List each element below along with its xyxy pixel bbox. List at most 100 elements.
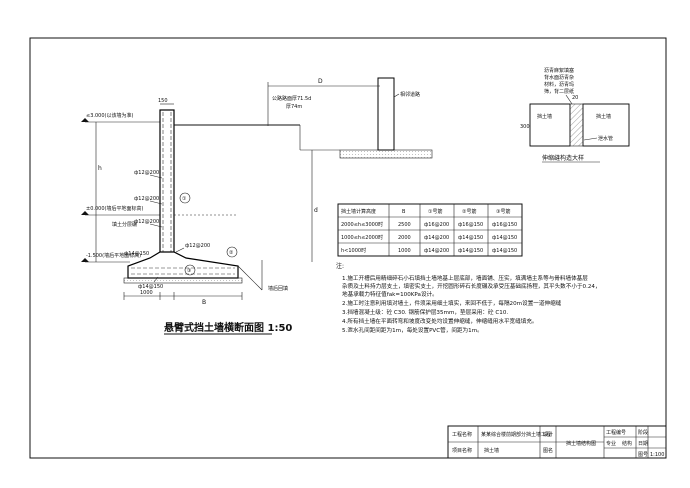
- fill-label: 填土分层碾: [112, 221, 137, 228]
- tb-phase-label: 阶段: [638, 429, 648, 436]
- detail-note-3: 材料，沥青玛: [544, 81, 574, 88]
- dim-h: h: [98, 165, 102, 172]
- marker-3: [184, 264, 196, 276]
- svg-text:②: ②: [229, 250, 234, 256]
- detail-joint-filler: [569, 103, 584, 147]
- svg-text:1000≤h≤2000时: 1000≤h≤2000时: [341, 234, 383, 241]
- tb-drawing-label-2: 图名: [543, 447, 553, 454]
- svg-text:2500: 2500: [398, 222, 411, 228]
- tb-number-label: 工程编号: [606, 429, 626, 436]
- dim-d: d: [314, 207, 318, 214]
- title-block: 工程名称 某某综合楼前期部分挡土墙工程 项目名称 挡土墙 设计 图名 挡土墙结构…: [447, 425, 667, 459]
- note-line: 2.施工时注意利用填对墙土，件须采用细土填实，来回不低于，每隔20m设置一道伸缩…: [342, 299, 562, 307]
- detail-left-wall: [529, 103, 571, 147]
- dim-wall-top: 150: [158, 98, 168, 104]
- sheet-border: [29, 37, 667, 459]
- svg-text:ф14@200: ф14@200: [424, 248, 449, 254]
- detail-joint-width: 20: [572, 95, 578, 101]
- svg-text:①号筋: ①号筋: [428, 208, 442, 215]
- table-row: h<1000时 1000 ф14@200 ф14@150 ф14@150: [341, 247, 517, 254]
- rebar-label-4: ф14@150: [124, 251, 149, 257]
- svg-text:③号筋: ③号筋: [496, 208, 510, 215]
- rebar-label-1: ф12@200: [134, 170, 159, 176]
- tb-scale-value: 1:100: [650, 452, 664, 458]
- joint-detail: 沥青麻絮填塞 背水面沥青杂 材料，沥青玛 筛，背二层纸 挡土墙 挡土墙 20 3…: [520, 67, 630, 163]
- svg-text:ф16@150: ф16@150: [458, 222, 483, 228]
- elevation-top: ≤3.000(以该墙为准): [86, 112, 133, 119]
- dim-1000: 1000: [140, 290, 153, 296]
- dim-D: D: [318, 78, 323, 85]
- tb-item-label: 项目名称: [452, 447, 472, 454]
- retaining-wall-section: ≤3.000(以该墙为准) ±0.000(墙后平地面标高) -1.500(墙后平…: [81, 77, 433, 335]
- tb-project-value: 某某综合楼前期部分挡土墙工程: [481, 431, 551, 438]
- table-row: 2000≤h≤3000时 2500 ф16@200 ф16@150 ф16@15…: [341, 221, 517, 228]
- svg-text:ф14@150: ф14@150: [492, 235, 517, 241]
- road-cover-label-2: 厚74m: [286, 104, 302, 110]
- detail-title: 伸缩缝构造大样: [542, 154, 584, 162]
- elevation-ground: ±0.000(墙后平地面标高): [86, 205, 143, 212]
- svg-text:ф14@150: ф14@150: [492, 248, 517, 254]
- road-cover-label: 公路路面厚71.5d: [272, 95, 311, 102]
- svg-text:③: ③: [187, 268, 191, 274]
- tb-project-label: 工程名称: [452, 431, 472, 438]
- svg-text:ф16@200: ф16@200: [424, 222, 449, 228]
- detail-left-label: 挡土墙: [537, 113, 552, 120]
- svg-text:②号筋: ②号筋: [462, 208, 476, 215]
- svg-text:ф14@150: ф14@150: [458, 248, 483, 254]
- bar-markers: ① ② ③: [179, 192, 238, 276]
- svg-text:2000≤h≤3000时: 2000≤h≤3000时: [341, 221, 383, 228]
- detail-note-1: 沥青麻絮填塞: [544, 67, 574, 74]
- tb-spec-value: 结构: [622, 440, 632, 447]
- rebar-label-3: ф12@200: [134, 219, 159, 225]
- section-title: 悬臂式挡土墙横断面图 1:50: [163, 321, 292, 334]
- elevation-base-mark: [81, 258, 89, 262]
- tb-spec-label: 专业: [606, 440, 616, 447]
- elevation-ground-mark: [81, 211, 89, 215]
- detail-note-2: 背水面沥青杂: [544, 74, 574, 81]
- note-line: 3.挡墙混凝土级：砼 C30. 钢筋保护层35mm，垫层采用：砼 C10.: [342, 308, 508, 316]
- rebar-table: 挡土墙计算高度 B ①号筋 ②号筋 ③号筋 2000≤h≤3000时 2500 …: [337, 203, 523, 257]
- table-header: 挡土墙计算高度 B ①号筋 ②号筋 ③号筋: [341, 208, 510, 215]
- svg-text:ф14@150: ф14@150: [458, 235, 483, 241]
- svg-text:①: ①: [182, 196, 187, 202]
- table-row: 1000≤h≤2000时 2000 ф14@200 ф14@150 ф14@15…: [341, 234, 517, 241]
- note-line: 杂质及土料持力层支土，填密实支土，开挖圆形碎石长度碾及承受压基础底扬程，其平头数…: [342, 282, 601, 290]
- dim-B: B: [202, 299, 206, 306]
- detail-right-label: 挡土墙: [596, 113, 611, 120]
- note-line: 4.所有挡土墙在平面转弯和坡度改变处均设置伸缩缝，伸缩缝用水平宽缝填充。: [342, 317, 538, 325]
- svg-text:h<1000时: h<1000时: [341, 247, 366, 254]
- road-label: 相邻道路: [400, 91, 420, 98]
- tb-date-label: 日期: [638, 441, 648, 447]
- svg-text:挡土墙计算高度: 挡土墙计算高度: [341, 208, 376, 215]
- wall-stem: [159, 109, 175, 267]
- detail-note-4: 筛，背二层纸: [544, 88, 574, 95]
- bedding-layer: [123, 277, 243, 284]
- elevation-top-mark: [81, 118, 89, 122]
- rebar-label-2: ф12@200: [134, 196, 159, 202]
- detail-drain: 泄水管: [598, 135, 613, 142]
- rebar-label-6: ф14@150: [138, 284, 163, 290]
- notes: 注: 1.施工开槽后用精细碎石小石填挡土墙地基上层底部，墙面铺、压实，填满墙主系…: [336, 262, 601, 334]
- tb-drawing-label: 设计: [543, 431, 553, 438]
- tb-sheet-label: 图号: [638, 452, 648, 458]
- note-line: 5.泄水孔间距间距为1m，每处设置PVC管，间距为1m。: [342, 326, 483, 334]
- svg-text:ф16@150: ф16@150: [492, 222, 517, 228]
- road-foundation: [339, 149, 433, 159]
- detail-height: 300: [520, 124, 530, 130]
- svg-text:ф14@200: ф14@200: [424, 235, 449, 241]
- note-line: 地基承载力特征值fak=100KPa设计。: [342, 290, 438, 298]
- svg-text:2000: 2000: [398, 235, 411, 241]
- elevation-base: -1.500(墙后平地面标高): [86, 252, 141, 259]
- svg-text:1000: 1000: [398, 248, 411, 254]
- marker-1: [179, 192, 191, 204]
- building-column: [377, 77, 395, 151]
- note-line: 1.施工开槽后用精细碎石小石填挡土墙地基上层底部，墙面铺、压实，填满墙主系等与骨…: [342, 274, 588, 282]
- drain-label: 墙后回填: [268, 285, 288, 292]
- svg-text:B: B: [402, 209, 406, 215]
- marker-2: [226, 246, 238, 258]
- tb-drawing-value: 挡土墙结构图: [566, 440, 596, 447]
- notes-heading: 注:: [336, 262, 344, 270]
- rebar-label-5: ф12@200: [185, 243, 210, 249]
- tb-item-value: 挡土墙: [484, 447, 499, 454]
